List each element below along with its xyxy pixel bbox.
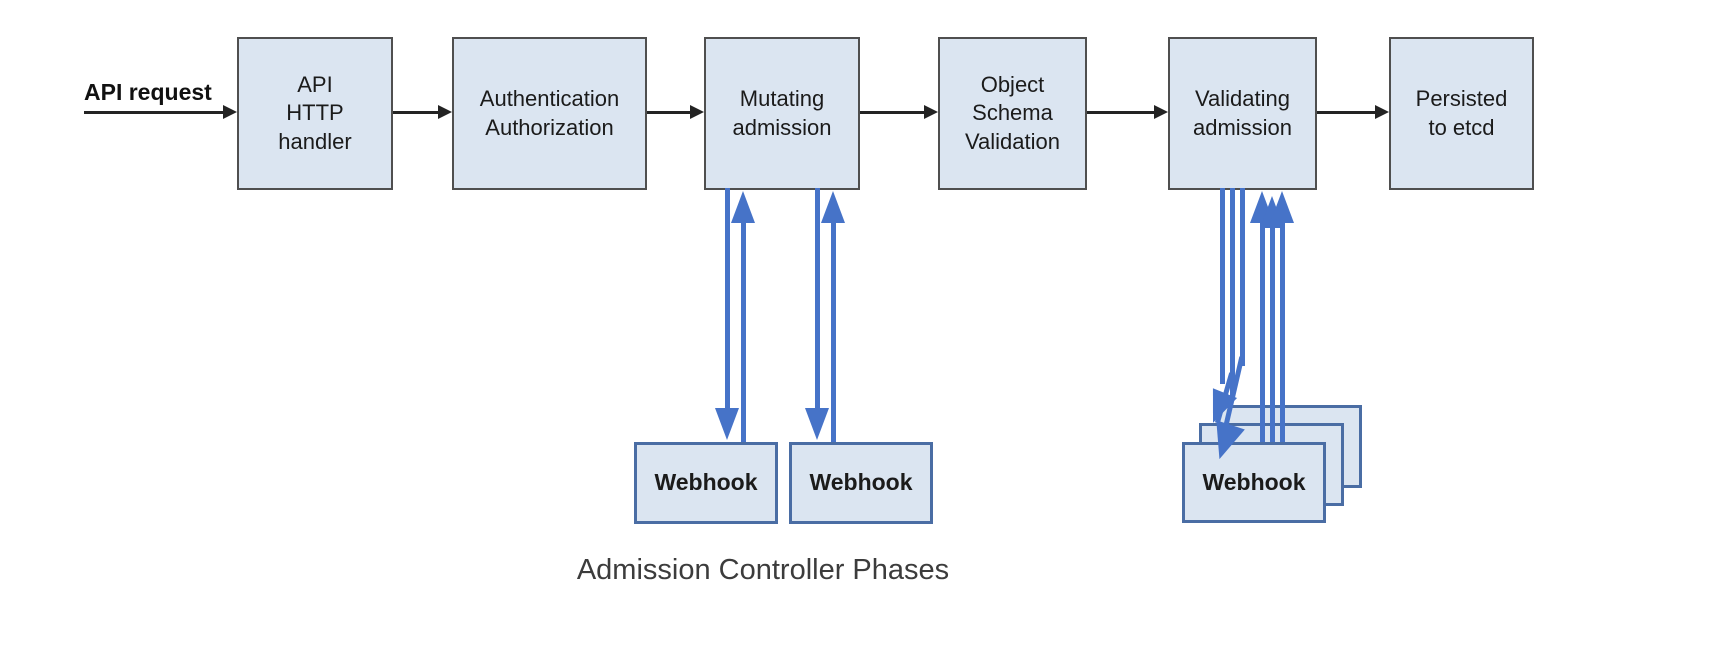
arrow-mutating-to-schema-line	[860, 111, 924, 114]
arrow-mutating-up-1-head-icon	[731, 191, 755, 223]
phase-box-mutating-admission: Mutating admission	[704, 37, 860, 190]
arrow-validating-down-1-line	[1220, 188, 1225, 384]
arrow-validating-up-2-line	[1270, 222, 1275, 442]
arrow-mutating-up-2-head-icon	[821, 191, 845, 223]
mutating-webhook-box-2: Webhook	[789, 442, 933, 524]
phase-box-api-http-handler: API HTTP handler	[237, 37, 393, 190]
arrow-api-request-head-icon	[223, 105, 237, 119]
arrow-mutating-up-1-line	[741, 223, 746, 442]
api-request-label: API request	[84, 79, 212, 105]
arrow-mutating-up-2-line	[831, 223, 836, 442]
arrow-schema-to-validating-line	[1087, 111, 1154, 114]
arrow-validating-to-etcd-head-icon	[1375, 105, 1389, 119]
arrow-handler-to-auth-line	[393, 111, 438, 114]
arrow-mutating-down-1-head-icon	[715, 408, 739, 440]
arrow-validating-down-3-line	[1240, 188, 1245, 366]
arrow-validating-up-3-line	[1280, 222, 1285, 442]
arrow-validating-up-3-head-icon	[1270, 191, 1294, 223]
phase-box-authentication-authorization: Authentication Authorization	[452, 37, 647, 190]
validating-webhook-box-front: Webhook	[1182, 442, 1326, 523]
arrow-mutating-down-2-line	[815, 188, 820, 410]
mutating-webhook-box-1: Webhook	[634, 442, 778, 524]
arrow-mutating-down-2-head-icon	[805, 408, 829, 440]
arrow-mutating-to-schema-head-icon	[924, 105, 938, 119]
arrow-mutating-down-1-line	[725, 188, 730, 410]
phase-box-persisted-to-etcd: Persisted to etcd	[1389, 37, 1534, 190]
phase-box-validating-admission: Validating admission	[1168, 37, 1317, 190]
phase-box-object-schema-validation: Object Schema Validation	[938, 37, 1087, 190]
diagram-caption: Admission Controller Phases	[576, 554, 950, 586]
arrow-api-request-line	[84, 111, 224, 114]
arrow-schema-to-validating-head-icon	[1154, 105, 1168, 119]
arrow-validating-to-etcd-line	[1317, 111, 1375, 114]
arrow-validating-up-1-line	[1260, 222, 1265, 442]
arrow-auth-to-mutating-line	[647, 111, 690, 114]
arrow-auth-to-mutating-head-icon	[690, 105, 704, 119]
arrow-handler-to-auth-head-icon	[438, 105, 452, 119]
arrow-validating-down-2-line	[1230, 188, 1235, 400]
